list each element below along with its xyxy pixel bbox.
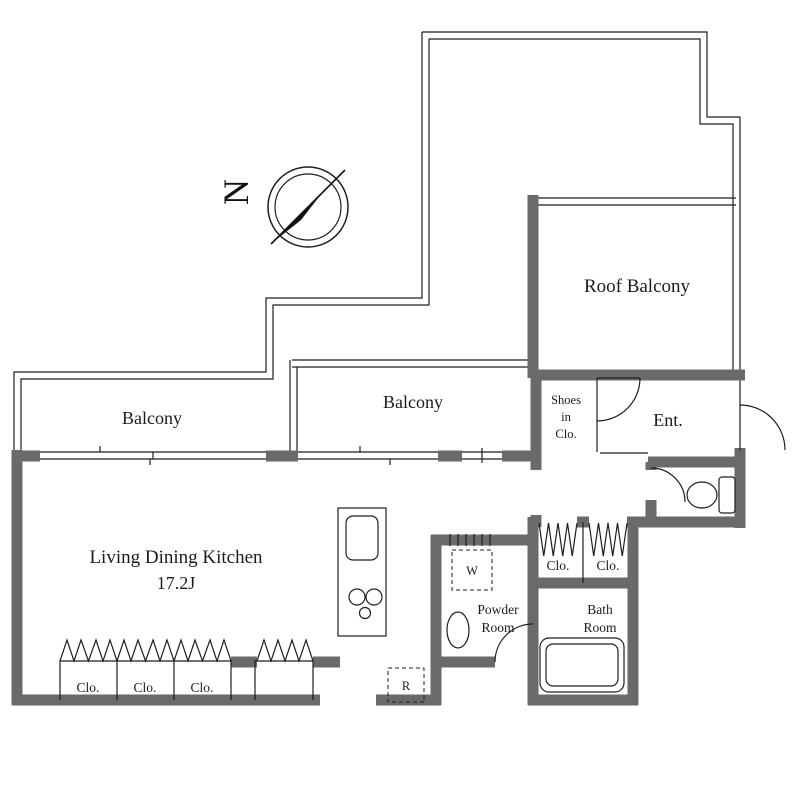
- kitchen-sink: [345, 515, 379, 561]
- toilet: [686, 476, 736, 514]
- closet-bifold-doors: [59, 522, 628, 663]
- compass-needle: [272, 193, 322, 243]
- powder-room-label-line1: Powder: [477, 602, 519, 617]
- bath-room-label-line2: Room: [583, 620, 617, 635]
- closet-label-3: Clo.: [191, 680, 214, 695]
- stove-burner: [365, 588, 383, 606]
- fridge-label: R: [402, 679, 411, 693]
- balcony-rails: [289, 197, 736, 452]
- entrance-door-arc: [739, 404, 786, 451]
- ldk-size-label: 17.2J: [157, 573, 196, 593]
- roof-balcony-label: Roof Balcony: [584, 276, 691, 297]
- shoes-closet-door-arc: [596, 377, 641, 422]
- closet-right-label-2: Clo.: [597, 558, 620, 573]
- washer-box: [451, 549, 493, 591]
- powder-door-arc: [494, 623, 534, 663]
- compass-outer-ring: [267, 166, 349, 248]
- closet-label-1: Clo.: [77, 680, 100, 695]
- entrance-label: Ent.: [653, 410, 683, 430]
- windows: [40, 446, 502, 465]
- toilet-door-arc: [650, 467, 686, 503]
- shoes-closet-label-line1: Shoes: [551, 393, 581, 407]
- washer-label: W: [466, 564, 478, 578]
- shoes-closet-label-line3: Clo.: [555, 427, 576, 441]
- powder-room-label-line2: Room: [481, 620, 515, 635]
- ldk-label: Living Dining Kitchen: [89, 547, 263, 568]
- stove-burner: [358, 606, 372, 620]
- stove-burner: [348, 588, 366, 606]
- compass-inner-ring: [274, 173, 342, 241]
- fridge-box: [387, 667, 425, 703]
- compass-north-label: N: [216, 179, 256, 205]
- closet-right-label-1: Clo.: [547, 558, 570, 573]
- bath-room-label-line1: Bath: [587, 602, 613, 617]
- shoes-closet-label-line2: in: [561, 410, 571, 424]
- compass: N: [216, 166, 349, 248]
- balcony-mid-label: Balcony: [383, 392, 443, 412]
- exterior-outline: [13, 31, 741, 452]
- closet-label-2: Clo.: [134, 680, 157, 695]
- balcony-left-label: Balcony: [122, 408, 182, 428]
- door-arcs: [494, 377, 786, 663]
- powder-basin: [446, 611, 470, 649]
- bathtub: [539, 637, 625, 693]
- kitchen-counter: [337, 507, 387, 637]
